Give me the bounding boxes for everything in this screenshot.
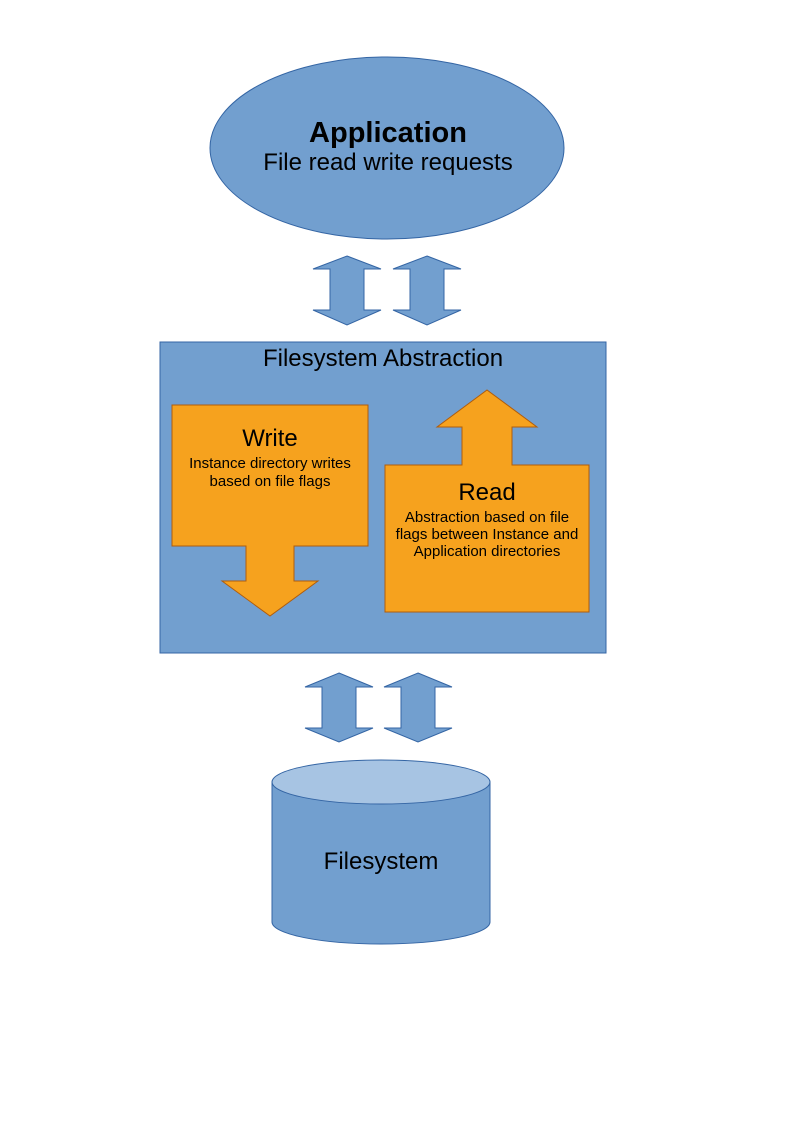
application-title: Application xyxy=(309,117,467,149)
application-subtitle: File read write requests xyxy=(263,149,513,176)
write-arrow-shape xyxy=(171,404,369,617)
write-description: Instance directory writes based on file … xyxy=(189,455,351,490)
filesystem-title: Filesystem xyxy=(323,848,439,875)
read-description: Abstraction based on file flags between … xyxy=(395,509,579,560)
double-arrow-bottom-right xyxy=(383,672,453,743)
write-title: Write xyxy=(242,425,298,452)
double-arrow-bottom-left xyxy=(304,672,374,743)
double-arrow-top-left xyxy=(312,255,382,326)
read-arrow-shape xyxy=(384,389,590,613)
double-arrow-top-right xyxy=(392,255,462,326)
application-node xyxy=(209,56,565,240)
abstraction-title: Filesystem Abstraction xyxy=(262,345,504,372)
filesystem-cylinder-body xyxy=(271,781,491,945)
read-title: Read xyxy=(458,479,516,506)
filesystem-cylinder-top xyxy=(271,759,491,805)
